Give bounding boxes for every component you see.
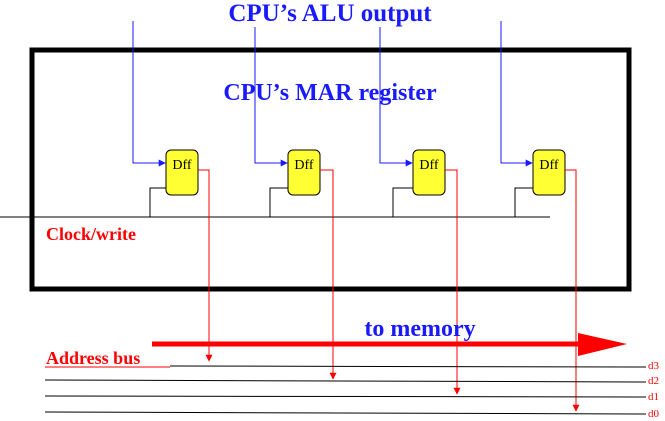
to-memory-label: to memory <box>364 316 475 342</box>
dff-output-line <box>565 169 580 412</box>
dff-box <box>165 149 199 196</box>
bus-label: d3 <box>648 360 660 372</box>
bus-line-d1 <box>44 395 647 398</box>
bus-line-labels: d3 d2 d1 d0 <box>648 360 660 420</box>
bus-label: d0 <box>648 408 660 420</box>
flipflop-1: Dff <box>287 149 321 196</box>
bus-line-d3 <box>169 365 647 368</box>
alu-output-title: CPU’s ALU output <box>228 0 432 27</box>
alu-input-line <box>500 21 533 167</box>
dff-label: Dff <box>419 158 439 173</box>
bus-label: d1 <box>648 391 659 403</box>
flipflop-2: Dff <box>412 149 446 196</box>
dff-output-line <box>445 169 461 395</box>
dff-label: Dff <box>172 158 192 173</box>
address-bus-lines <box>44 365 647 415</box>
clock-write-label: Clock/write <box>46 224 136 244</box>
alu-input-line <box>254 27 288 167</box>
to-memory-arrow <box>152 333 627 356</box>
dff-box <box>532 149 566 196</box>
clock-taps <box>149 187 533 217</box>
flipflop-0: Dff <box>165 149 199 196</box>
mar-register-label: CPU’s MAR register <box>223 80 437 106</box>
flipflop-3: Dff <box>532 149 566 196</box>
dff-output-line <box>320 169 337 380</box>
alu-input-line <box>132 21 166 167</box>
alu-input-line <box>379 27 413 167</box>
dff-box <box>412 149 446 196</box>
dff-box <box>287 149 321 196</box>
address-bus-label: Address bus <box>46 348 140 368</box>
bus-label: d2 <box>648 375 659 387</box>
alu-input-lines <box>132 21 533 167</box>
dff-label: Dff <box>294 158 314 173</box>
bus-line-d2 <box>44 379 647 383</box>
dff-output-line <box>198 169 213 362</box>
dff-output-lines <box>198 169 580 412</box>
mar-register-box <box>29 47 632 292</box>
bus-line-d0 <box>44 411 647 415</box>
dff-label: Dff <box>539 158 559 173</box>
